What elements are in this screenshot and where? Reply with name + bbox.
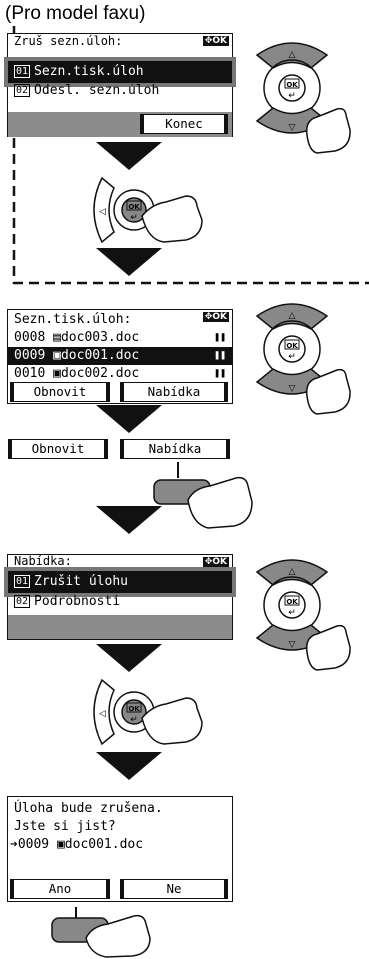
nav-pad-down-press: △ OK ↵ ▽: [255, 42, 351, 154]
step-arrow-icon: [96, 248, 162, 276]
softkey-refresh-button[interactable]: Obnovit: [8, 439, 108, 459]
step-arrow-icon: [96, 506, 162, 534]
svg-text:↵: ↵: [130, 715, 138, 725]
pause-icon: ❚❚: [213, 368, 226, 379]
softkey-menu-button[interactable]: Nabídka: [120, 382, 228, 402]
svg-text:△: △: [289, 311, 296, 321]
svg-text:OK: OK: [286, 598, 298, 606]
fax-doc-icon: ▤: [53, 330, 61, 345]
svg-text:▽: ▽: [289, 640, 296, 650]
softkey-no-button[interactable]: Ne: [120, 879, 228, 899]
svg-text:◁: ◁: [99, 709, 106, 719]
pressing-hand-icon: [141, 195, 203, 243]
step-arrow-icon: [96, 644, 162, 672]
ok-arrows-icon: ✥OK: [202, 36, 229, 46]
svg-text:OK: OK: [128, 203, 140, 211]
svg-text:◁: ◁: [99, 207, 106, 217]
screen-title: Zruš sezn.úloh:: [14, 34, 123, 48]
softkey-bar: [8, 615, 232, 639]
softkey-menu-button[interactable]: Nabídka: [120, 439, 230, 459]
softkey-refresh-button[interactable]: Obnovit: [10, 382, 110, 402]
svg-text:▽: ▽: [289, 384, 296, 394]
ok-arrows-icon: ✥OK: [202, 312, 229, 322]
screen-title: Sezn.tisk.úloh:: [14, 312, 132, 327]
confirm-message-line1: Úloha bude zrušena.: [14, 801, 163, 816]
nav-pad-down-press: △ OK ↵ ▽: [255, 559, 351, 671]
svg-text:OK: OK: [286, 342, 298, 350]
softkey-end-button[interactable]: Konec: [140, 114, 228, 134]
confirm-job-line: ➔0009 ▣doc001.doc: [10, 837, 144, 852]
step-arrow-icon: [96, 405, 162, 433]
softkey-press: [51, 914, 151, 958]
ok-pad-press: ◁ OK ↵: [93, 678, 203, 746]
softkey-press: [153, 476, 253, 529]
ok-arrows-icon: ✥OK: [202, 557, 229, 567]
pressing-hand-icon: [187, 476, 253, 529]
step-arrow-icon: [96, 752, 162, 780]
pressing-hand-icon: [305, 107, 351, 154]
screen-title: Nabídka:: [14, 555, 72, 568]
svg-text:↵: ↵: [288, 608, 296, 618]
up-key[interactable]: [255, 559, 329, 586]
pressing-hand-icon: [85, 914, 151, 958]
job-row-selected[interactable]: 0009 ▣doc001.doc ❚❚: [8, 347, 232, 365]
confirm-message-line2: Jste si jist?: [14, 819, 116, 834]
nav-pad-down-press: △ OK ↵ ▽: [255, 303, 351, 415]
print-doc-icon: ▣: [53, 348, 61, 363]
key-pointer-line: [177, 462, 179, 478]
lcd-screen-confirm-cancel: Úloha bude zrušena. Jste si jist? ➔0009 …: [7, 796, 233, 902]
left-key[interactable]: [93, 678, 115, 746]
pressing-hand-icon: [305, 624, 351, 671]
svg-text:OK: OK: [286, 81, 298, 89]
arrow-right-icon: ➔: [10, 837, 18, 852]
job-row[interactable]: 0010 ▣doc002.doc ❚❚: [14, 366, 226, 381]
up-key[interactable]: [255, 303, 329, 330]
svg-text:↵: ↵: [130, 213, 138, 223]
left-key[interactable]: [93, 176, 115, 244]
section-title: (Pro model faxu): [5, 2, 150, 26]
lcd-screen-print-job-list: Sezn.tisk.úloh: ✥OK 0008 ▤doc003.doc ❚❚ …: [7, 309, 233, 404]
ok-pad-press: ◁ OK ↵: [93, 176, 203, 244]
svg-text:↵: ↵: [288, 352, 296, 362]
print-doc-icon: ▣: [53, 366, 61, 381]
pressing-hand-icon: [141, 697, 203, 745]
svg-text:△: △: [289, 50, 296, 60]
pause-icon: ❚❚: [213, 332, 226, 343]
svg-text:OK: OK: [128, 705, 140, 713]
softkey-yes-button[interactable]: Ano: [10, 879, 110, 899]
print-doc-icon: ▣: [56, 837, 65, 852]
fax-section-frame: [12, 10, 369, 285]
key-pointer-line: [75, 907, 77, 921]
up-key[interactable]: [255, 42, 329, 69]
svg-text:▽: ▽: [289, 123, 296, 133]
pressing-hand-icon: [305, 368, 351, 415]
job-row[interactable]: 0008 ▤doc003.doc ❚❚: [14, 330, 226, 345]
svg-text:↵: ↵: [288, 91, 296, 101]
svg-text:△: △: [289, 567, 296, 577]
pause-icon: ❚❚: [213, 350, 226, 361]
step-arrow-icon: [96, 142, 162, 170]
